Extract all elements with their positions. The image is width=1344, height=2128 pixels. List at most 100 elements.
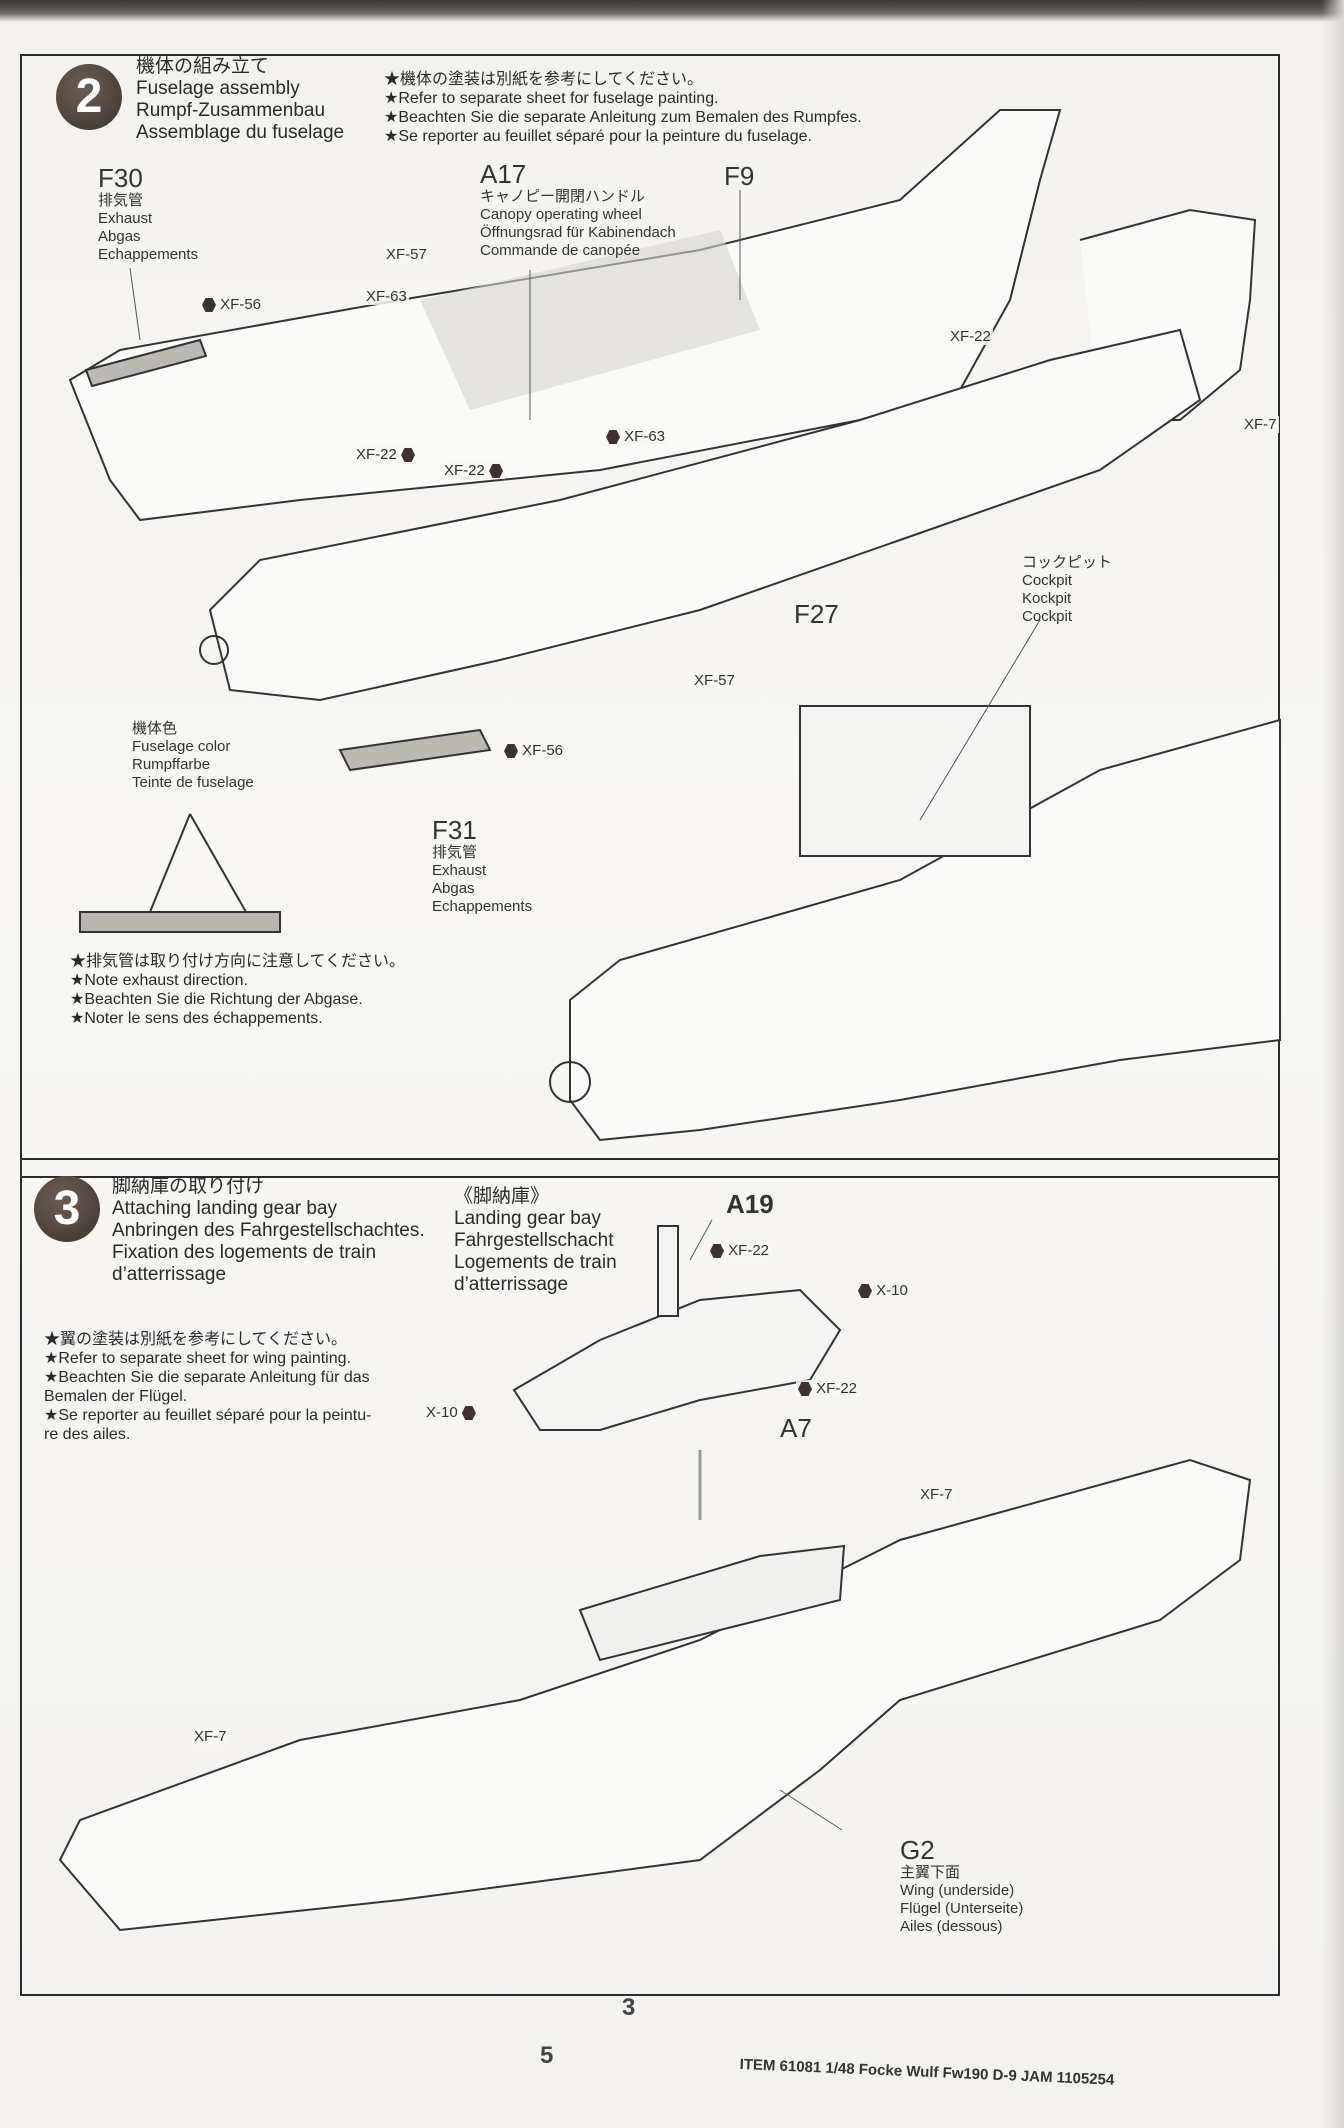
note-line: ★機体の塗装は別紙を参考にしてください。 xyxy=(384,71,704,88)
part-label-g2: G2 主翼下面 Wing (underside) Flügel (Unterse… xyxy=(900,1836,1023,1936)
note-line: ★Refer to separate sheet for wing painti… xyxy=(44,1350,351,1367)
paint-callout: XF-22 xyxy=(708,1242,772,1259)
paint-callout: XF-57 xyxy=(692,672,737,689)
fuselage-assembled xyxy=(569,718,1281,1142)
exhaust-f31 xyxy=(338,728,492,772)
paint-hex-icon xyxy=(858,1284,872,1299)
part-jp: コックピット xyxy=(1022,554,1113,571)
paint-code: XF-22 xyxy=(444,462,485,479)
paint-code: XF-57 xyxy=(386,246,427,263)
part-label-f9: F9 xyxy=(724,161,755,191)
part-code: A17 xyxy=(480,159,527,189)
note-line: ★Note exhaust direction. xyxy=(70,972,248,989)
scan-top-shadow xyxy=(0,0,1344,22)
step-3-paint-notes: ★翼の塗装は別紙を参考にしてください。 ★Refer to separate s… xyxy=(44,1330,371,1444)
paint-hex-icon xyxy=(606,430,620,445)
paint-callout: XF-7 xyxy=(1242,416,1279,433)
spinner-shaft xyxy=(199,635,229,665)
step-3-title-jp: 脚納庫の取り付け xyxy=(112,1176,265,1197)
part-en: Exhaust xyxy=(98,210,153,227)
step-2-badge: 2 xyxy=(56,64,122,130)
note-line: ★Refer to separate sheet for fuselage pa… xyxy=(384,90,719,107)
part-en: Exhaust xyxy=(432,862,487,879)
paint-code: XF-22 xyxy=(816,1380,858,1397)
step-3-title-de: Anbringen des Fahrgestellschachtes. xyxy=(112,1220,425,1241)
note-line: ★Beachten Sie die separate Anleitung zum… xyxy=(384,109,862,126)
part-jp: 主翼下面 xyxy=(900,1864,961,1881)
paint-callout: XF-63 xyxy=(364,288,409,305)
landing-gear-bay-label: 《脚納庫》 Landing gear bay Fahrgestellschach… xyxy=(454,1186,617,1296)
gear-bay-installed xyxy=(578,1544,846,1662)
paint-code: XF-7 xyxy=(920,1486,953,1503)
note-line: ★Se reporter au feuillet séparé pour la … xyxy=(44,1407,372,1424)
part-jp: 排気管 xyxy=(432,844,478,861)
part-en: Cockpit xyxy=(1022,572,1073,589)
step-3-title: 脚納庫の取り付け Attaching landing gear bay Anbr… xyxy=(112,1176,425,1286)
paint-code: XF-7 xyxy=(194,1728,227,1745)
part-label-a7: A7 xyxy=(780,1413,812,1443)
part-de: Abgas xyxy=(432,880,475,897)
paint-callout: XF-22 xyxy=(948,328,993,345)
cockpit-tub xyxy=(799,705,1031,857)
paint-callout: XF-63 xyxy=(604,428,668,445)
exhaust-sample xyxy=(79,911,281,933)
paint-callout: XF-7 xyxy=(192,1728,229,1745)
paint-code: XF-22 xyxy=(356,446,397,463)
paint-code: XF-56 xyxy=(220,296,262,313)
footer-item-info: ITEM 61081 1/48 Focke Wulf Fw190 D-9 JAM… xyxy=(739,2056,1115,2089)
part-label-f31: F31 排気管 Exhaust Abgas Echappements xyxy=(432,816,532,916)
part-code: F30 xyxy=(98,163,143,193)
part-jp: 排気管 xyxy=(98,192,144,209)
bay-fr: Logements de train xyxy=(454,1252,617,1273)
step-3-panel xyxy=(20,1158,1280,1996)
paint-code: XF-22 xyxy=(950,328,991,345)
fuselage-color-label: 機体色 Fuselage color Rumpffarbe Teinte de … xyxy=(132,720,254,792)
paint-code: XF-56 xyxy=(522,742,564,759)
note-line: Bemalen der Flügel. xyxy=(44,1388,188,1405)
step-2-paint-notes: ★機体の塗装は別紙を参考にしてください。 ★Refer to separate … xyxy=(384,70,862,146)
paint-code: XF-22 xyxy=(728,1242,770,1259)
part-de: Abgas xyxy=(98,228,141,245)
part-de: Öffnungsrad für Kabinendach xyxy=(480,224,676,241)
exhaust-f30 xyxy=(84,338,208,388)
step-2-title-en: Fuselage assembly xyxy=(136,78,300,99)
fuselage-shading xyxy=(420,230,760,410)
note-line: ★Noter le sens des échappements. xyxy=(70,1010,323,1027)
part-de: Flügel (Unterseite) xyxy=(900,1900,1024,1917)
step-3-badge: 3 xyxy=(34,1176,100,1242)
paint-hex-icon xyxy=(504,744,518,759)
part-en: Wing (underside) xyxy=(900,1882,1015,1899)
step-2-title-de: Rumpf-Zusammenbau xyxy=(136,100,326,121)
part-en: Canopy operating wheel xyxy=(480,206,642,223)
gear-bay-a7 xyxy=(512,1288,842,1431)
part-fr: Ailes (dessous) xyxy=(900,1918,1003,1935)
paint-callout: XF-22 xyxy=(354,446,418,463)
paint-hex-icon xyxy=(401,448,416,463)
color-fr: Teinte de fuselage xyxy=(132,774,254,791)
paint-code: XF-57 xyxy=(694,672,735,689)
page-number-outer: 5 xyxy=(540,2042,554,2069)
part-fr: Cockpit xyxy=(1022,608,1073,625)
part-fr: Echappements xyxy=(432,898,533,915)
step-2-title: 機体の組み立て Fuselage assembly Rumpf-Zusammen… xyxy=(136,56,344,144)
paint-callout: XF-56 xyxy=(502,742,566,759)
wing-underside-g2 xyxy=(58,1458,1252,1932)
wing-diagram xyxy=(58,1219,1252,1932)
note-line: ★排気管は取り付け方向に注意してください。 xyxy=(70,953,406,970)
paint-code: XF-63 xyxy=(624,428,666,445)
part-a19 xyxy=(657,1225,679,1317)
paint-callout: X-10 xyxy=(424,1404,478,1421)
part-label-cockpit: コックピット Cockpit Kockpit Cockpit xyxy=(1022,554,1112,626)
note-line: ★Beachten Sie die separate Anleitung für… xyxy=(44,1369,370,1386)
note-line: re des ailes. xyxy=(44,1426,131,1443)
paint-hex-icon xyxy=(202,298,216,313)
step-3-title-en: Attaching landing gear bay xyxy=(112,1198,337,1219)
note-line: ★翼の塗装は別紙を参考にしてください。 xyxy=(44,1331,348,1348)
page-number-inner: 3 xyxy=(622,1994,636,2021)
note-line: ★Beachten Sie die Richtung der Abgase. xyxy=(70,991,363,1008)
bay-jp: 《脚納庫》 xyxy=(454,1186,550,1207)
part-label-a19: A19 xyxy=(726,1189,774,1219)
part-code: F31 xyxy=(432,815,477,845)
paint-code: X-10 xyxy=(876,1282,908,1299)
step-3-title-fr-2: d’atterrissage xyxy=(112,1264,227,1285)
